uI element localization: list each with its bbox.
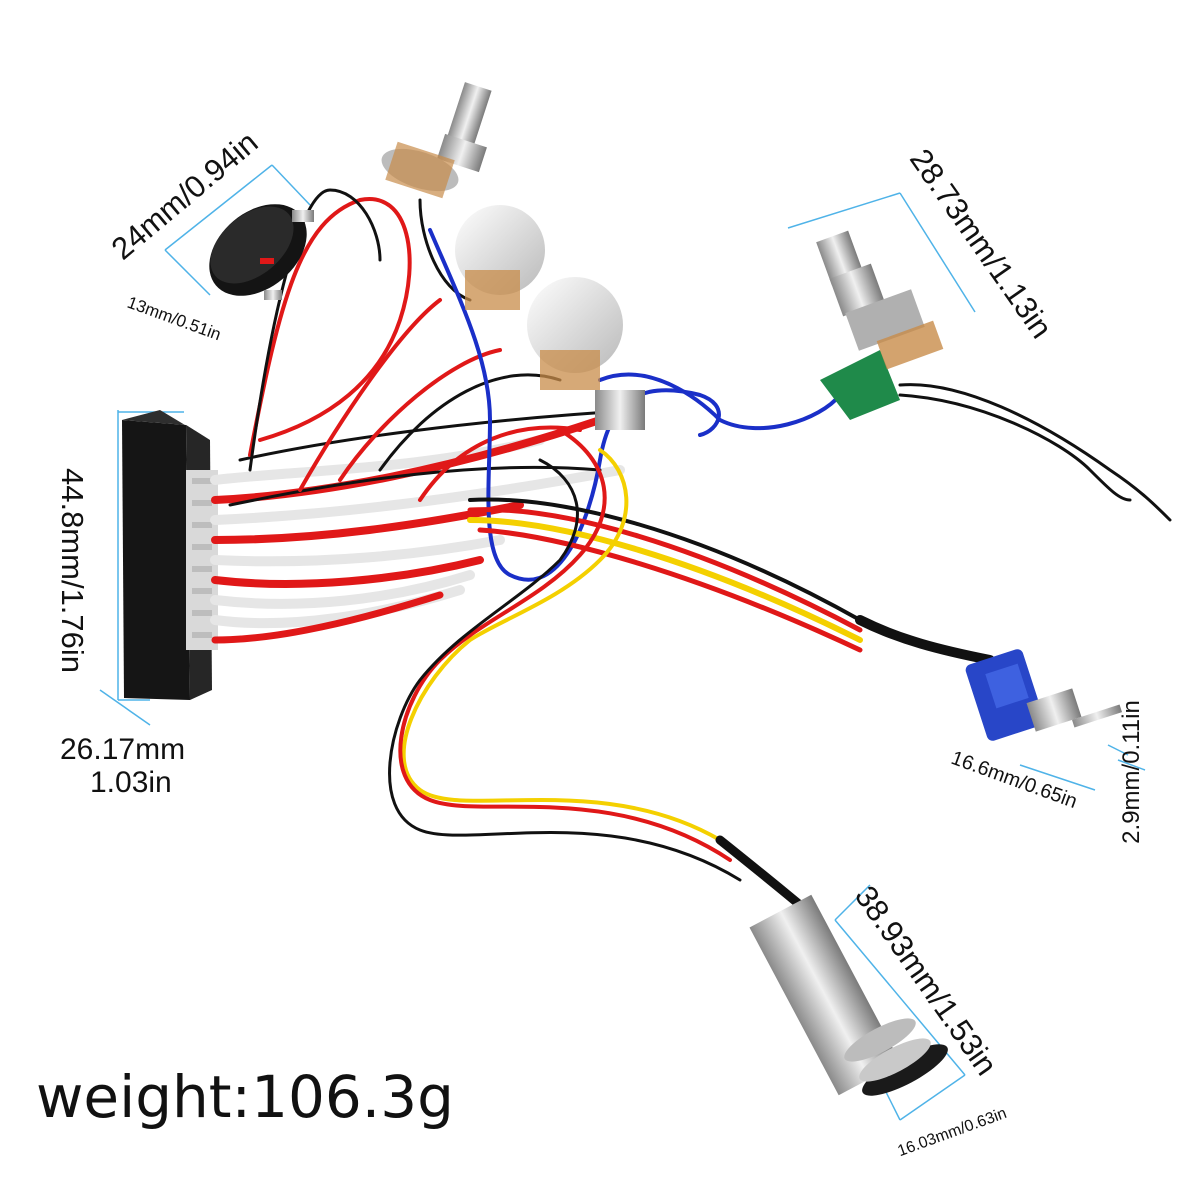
potentiometer-1 (381, 82, 492, 199)
potentiometer-2 (455, 205, 545, 310)
weight-label: weight:106.3g (36, 1063, 454, 1131)
dimension-lines (99, 164, 1146, 1121)
toggle-lever-label: 2.9mm/0.11in (1117, 700, 1145, 844)
preamp-depth-in-label: 1.03in (90, 766, 172, 799)
potentiometer-pcb (816, 230, 944, 420)
potentiometer-3 (527, 277, 645, 430)
preamp-depth-mm-label: 26.17mm (60, 733, 186, 766)
preamp-height-label: 44.8mm/1.76in (55, 467, 91, 674)
pcb-lead-wires (898, 383, 1172, 522)
wire-bundle (210, 188, 995, 910)
battery-clip (209, 204, 314, 300)
output-jack (749, 894, 948, 1096)
mini-toggle-switch (965, 649, 1123, 741)
preamp-box (122, 410, 218, 700)
